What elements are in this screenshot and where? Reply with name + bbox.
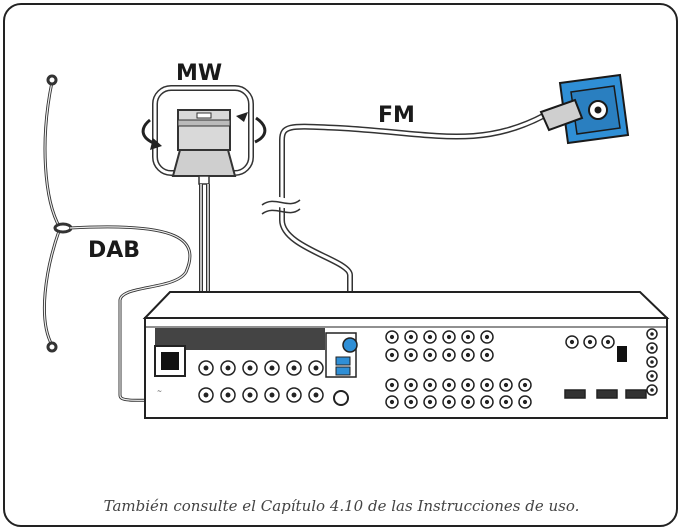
rca-jack-pin	[650, 346, 654, 350]
rca-jack-pin	[484, 382, 490, 388]
rca-jack-pin	[465, 399, 471, 405]
rca-jack-pin	[503, 399, 509, 405]
rca-jack-pin	[587, 339, 593, 345]
rca-jack-pin	[408, 352, 414, 358]
rca-jack-pin	[389, 352, 395, 358]
caption: También consulte el Capítulo 4.10 de las…	[103, 497, 580, 515]
rca-jack-pin	[522, 399, 528, 405]
rca-jack-pin	[408, 382, 414, 388]
rca-jack-pin	[269, 365, 275, 371]
rca-jack-pin	[569, 339, 575, 345]
rca-jack-pin	[650, 374, 654, 378]
dab-antenna	[42, 74, 73, 353]
rca-jack-pin	[313, 392, 319, 398]
rca-jack-pin	[650, 360, 654, 364]
rca-jack-pin	[389, 334, 395, 340]
rca-jack-pin	[650, 388, 654, 392]
rca-jack-pin	[427, 382, 433, 388]
mw-loop-antenna	[141, 85, 267, 185]
rca-jack-pin	[389, 399, 395, 405]
rca-jack-pin	[427, 399, 433, 405]
rca-jack-pin	[522, 382, 528, 388]
rca-jack-pin	[247, 365, 253, 371]
rca-jack-pin	[225, 392, 231, 398]
dab-label: DAB	[88, 238, 140, 263]
rca-jack-pin	[446, 334, 452, 340]
rca-jack-pin	[465, 382, 471, 388]
rca-jack-pin	[465, 334, 471, 340]
rca-jack-pin	[484, 399, 490, 405]
rca-jack-pin	[484, 334, 490, 340]
rca-jack-pin	[503, 382, 509, 388]
receiver-rear-panel: ~	[142, 291, 670, 419]
rca-jack-pin	[465, 352, 471, 358]
rca-jack-pin	[269, 392, 275, 398]
rca-jack-pin	[291, 392, 297, 398]
fm-label: FM	[378, 103, 415, 128]
rca-jack-pin	[484, 352, 490, 358]
rca-jack-pin	[225, 365, 231, 371]
rca-jack-pin	[408, 399, 414, 405]
rca-jack-pin	[650, 332, 654, 336]
rca-jack-pin	[427, 334, 433, 340]
rca-jack-pin	[427, 352, 433, 358]
rca-jack-pin	[605, 339, 611, 345]
rca-jack-pin	[389, 382, 395, 388]
rca-jack-pin	[313, 365, 319, 371]
svg-text:~: ~	[157, 388, 162, 395]
wall-socket	[539, 73, 630, 145]
rca-jack-pin	[446, 399, 452, 405]
rca-jack-pin	[247, 392, 253, 398]
rca-jack-pin	[203, 365, 209, 371]
rca-jack-pin	[408, 334, 414, 340]
rca-jack-pin	[446, 352, 452, 358]
rca-jack-pin	[203, 392, 209, 398]
rca-jack-pin	[446, 382, 452, 388]
mw-label: MW	[176, 61, 222, 86]
rca-jack-pin	[291, 365, 297, 371]
